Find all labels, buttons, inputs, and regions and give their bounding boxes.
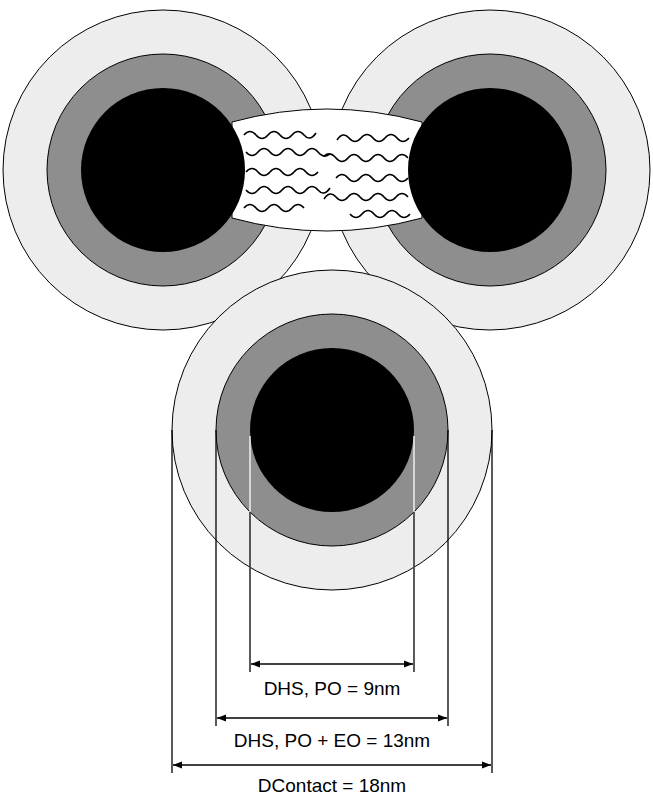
dimension-label: DHS, PO + EO = 13nm: [234, 731, 430, 752]
dimension-label: DHS, PO = 9nm: [264, 679, 401, 700]
dimension-label: DContact = 18nm: [258, 776, 406, 797]
shell-ring: [47, 54, 279, 286]
core: [81, 88, 245, 252]
chain: [337, 135, 409, 142]
core: [408, 88, 572, 252]
chain: [244, 205, 304, 212]
shell-ring: [216, 314, 448, 546]
chain: [336, 175, 408, 182]
dimension-arrows: [173, 664, 491, 765]
chain: [244, 132, 316, 139]
dimension-arrow: [173, 764, 491, 766]
chain: [246, 149, 330, 157]
shell-ring: [374, 54, 606, 286]
extension-line: [413, 512, 414, 672]
extension-line: [215, 430, 216, 726]
extension-line: [249, 512, 250, 672]
extension-line: [249, 436, 250, 672]
extension-line: [171, 430, 172, 773]
polymer-chains: [244, 132, 410, 218]
chain: [246, 169, 318, 176]
dimension-arrow: [251, 663, 413, 665]
extension-lines: [172, 430, 492, 773]
contact-region: [232, 109, 422, 231]
core: [250, 348, 414, 512]
extension-line: [447, 430, 448, 726]
chain: [324, 194, 408, 201]
extension-line: [413, 436, 414, 672]
extension-line: [491, 430, 492, 773]
corona-outer: [172, 270, 492, 590]
chain: [246, 187, 330, 194]
dimension-arrow: [217, 717, 447, 719]
chain: [350, 211, 410, 218]
chain: [324, 154, 408, 162]
